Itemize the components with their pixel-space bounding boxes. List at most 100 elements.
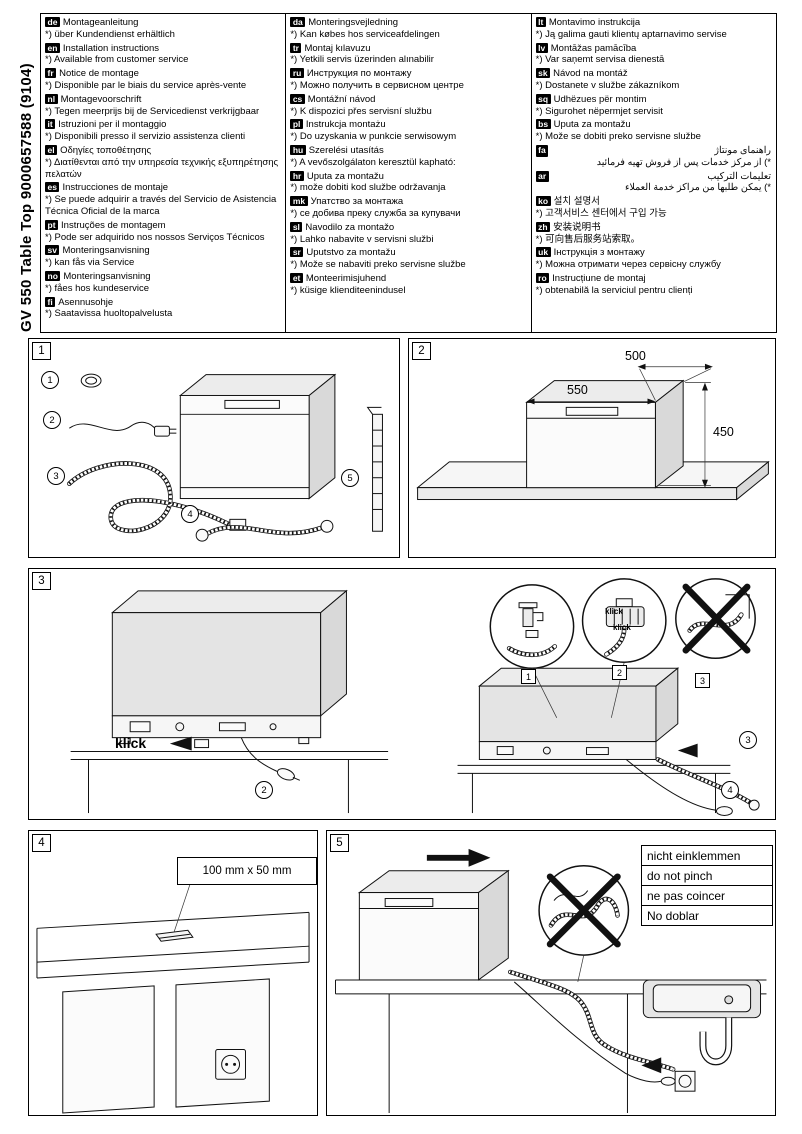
language-title: Szerelési utasítás <box>308 144 384 156</box>
language-title: Instrucțiune de montaj <box>552 272 646 284</box>
klick-arrow <box>169 736 192 751</box>
leader-line <box>173 884 191 933</box>
language-note: *) Lahko nabavite v servisni službi <box>290 233 434 245</box>
figure-3-connections: 3 <box>28 568 776 820</box>
language-title: Uputstvo za montažu <box>306 247 396 259</box>
language-note: *) Var saņemt servisa dienestā <box>535 54 665 66</box>
language-note: *) obtenabilă la serviciul pentru clienț… <box>535 284 693 296</box>
language-title: Udhëzues për montim <box>553 93 647 105</box>
language-title: 安装说明书 <box>553 221 601 233</box>
language-note: *) 可向售后服务站索取。 <box>535 233 641 245</box>
language-title: Montaj kılavuzu <box>304 42 371 54</box>
language-title: Οδηγίες τοποθέτησης <box>60 144 152 156</box>
dishwasher-illustration <box>357 848 510 981</box>
language-title: Monteerimisjuhend <box>305 272 387 284</box>
dimension-width-label: 550 <box>567 383 588 397</box>
language-title: Instruções de montagem <box>61 219 166 231</box>
language-title: Montāžas pamācība <box>550 42 637 54</box>
language-title: Инструкция по монтажу <box>306 68 412 80</box>
detail-circle-crossed-out <box>675 578 756 660</box>
language-code-badge: cs <box>290 93 305 104</box>
language-note: *) Može se dobiti preko servisne službe <box>535 131 701 143</box>
callout-4: 4 <box>721 781 739 799</box>
hose-arrow <box>641 1057 662 1074</box>
cutout-dimension-label: 100 mm x 50 mm <box>177 857 317 885</box>
language-code-badge: zh <box>535 221 551 232</box>
detail-circle-faucet <box>489 584 575 669</box>
language-title: Monteringsanvisning <box>62 245 150 257</box>
language-code-badge: lt <box>535 17 546 27</box>
language-code-badge: uk <box>535 247 551 258</box>
language-code-badge: el <box>45 144 58 155</box>
language-title: راهنمای مونتاژ <box>714 144 771 156</box>
power-socket <box>215 1048 246 1080</box>
language-note: *) fåes hos kundeservice <box>45 282 150 294</box>
language-code-badge: fa <box>535 144 549 157</box>
language-note: *) 고객서비스 센터에서 구입 가능 <box>535 207 667 219</box>
language-code-badge: hr <box>290 170 304 181</box>
language-note: *) Disponibili presso il servizio assist… <box>45 131 246 143</box>
language-title: Monteringsanvisning <box>63 270 151 282</box>
language-code-badge: fr <box>45 68 57 79</box>
language-code-badge: es <box>45 182 60 193</box>
language-code-badge: sq <box>535 93 551 104</box>
language-note: *) Available from customer service <box>45 54 189 66</box>
language-title: Asennusohje <box>58 296 114 308</box>
language-title: Montagevoorschrift <box>60 93 142 105</box>
callout-5: 5 <box>341 469 359 487</box>
dimension-depth-label: 500 <box>625 349 646 363</box>
language-title: Návod na montáž <box>553 68 628 80</box>
language-note: *) Može se nabaviti preko servisne služb… <box>290 259 466 271</box>
callout-3: 3 <box>739 731 757 749</box>
figure4-drawing <box>36 884 310 1114</box>
power-socket <box>674 1070 696 1092</box>
klick-small-label: klick <box>605 607 623 616</box>
part-coil <box>80 373 102 388</box>
countertop <box>36 911 310 979</box>
language-code-badge: en <box>45 42 60 53</box>
language-code-badge: tr <box>290 42 302 53</box>
language-note: *) Yetkili servis üzerinden alınabilir <box>290 54 434 66</box>
do-not-pinch-circle <box>538 865 630 956</box>
language-note: *) A vevőszolgálaton keresztül kapható: <box>290 156 456 168</box>
figure3-drawing <box>70 578 760 817</box>
language-note: *) über Kundendienst erhältlich <box>45 28 175 40</box>
dishwasher-illustration <box>525 379 685 489</box>
hoses <box>508 969 676 1086</box>
language-code-badge: nl <box>45 93 58 104</box>
language-note: *) küsige klienditeenindusel <box>290 284 406 296</box>
language-code-badge: ar <box>535 170 549 183</box>
language-note: *) се добива преку служба за купувачи <box>290 207 461 219</box>
language-note: *) Ją galima gauti klientų aptarnavimo s… <box>535 28 727 40</box>
figure5-drawing <box>335 848 767 1114</box>
part-drain-hose <box>195 519 334 542</box>
language-note: *) از مرکز خدمات پس از فروش تهیه فرمائید <box>596 156 771 168</box>
figure-number: 1 <box>32 342 51 360</box>
language-code-badge: pl <box>290 119 303 130</box>
language-code-badge: bs <box>535 119 551 130</box>
language-note: *) K dispozici přes servisní službu <box>290 105 432 117</box>
language-code-badge: et <box>290 272 303 283</box>
language-title: Monteringsvejledning <box>308 17 399 28</box>
